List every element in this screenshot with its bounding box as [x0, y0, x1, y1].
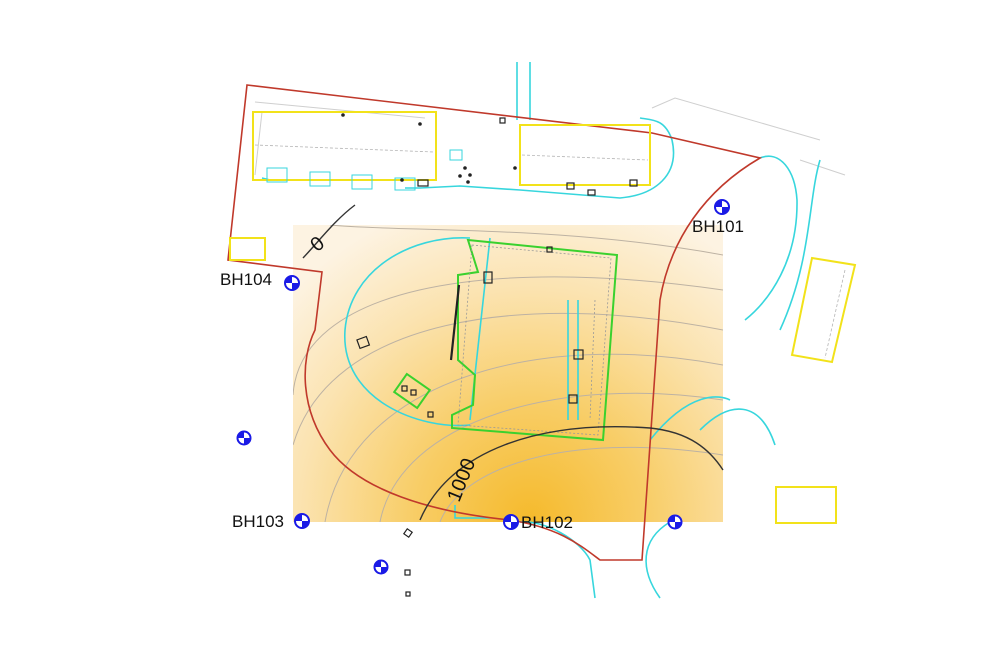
- site-features: [356, 117, 638, 597]
- proposed-building: [392, 238, 619, 442]
- contour-lines: [302, 204, 724, 521]
- borehole-bh104[interactable]: BH104: [220, 270, 300, 291]
- heat-map: [293, 225, 723, 522]
- borehole-bh103[interactable]: BH103: [232, 512, 310, 531]
- borehole-label: BH102: [521, 513, 573, 532]
- minor-boreholes: [236, 430, 683, 575]
- borehole-marker-icon: [373, 559, 389, 575]
- proposed-building-outline: [457, 244, 612, 436]
- borehole-marker-icon: [714, 199, 730, 215]
- borehole-marker-icon: [667, 514, 683, 530]
- borehole-marker-icon: [236, 430, 252, 446]
- survey-dots: [341, 113, 517, 184]
- borehole-marker-icon: [294, 513, 310, 529]
- borehole-bh102[interactable]: BH102: [503, 513, 573, 532]
- borehole-bh101[interactable]: BH101: [692, 199, 744, 236]
- kerb-lines: [261, 62, 821, 599]
- borehole-marker-icon: [284, 275, 300, 291]
- borehole-label: BH103: [232, 512, 284, 531]
- borehole-marker-icon: [503, 514, 519, 530]
- borehole-label: BH101: [692, 217, 744, 236]
- building-bays: [266, 149, 463, 191]
- building-ridges: [254, 144, 846, 359]
- road-outline: [254, 97, 846, 176]
- existing-buildings: [229, 111, 857, 524]
- borehole-label: BH104: [220, 270, 272, 289]
